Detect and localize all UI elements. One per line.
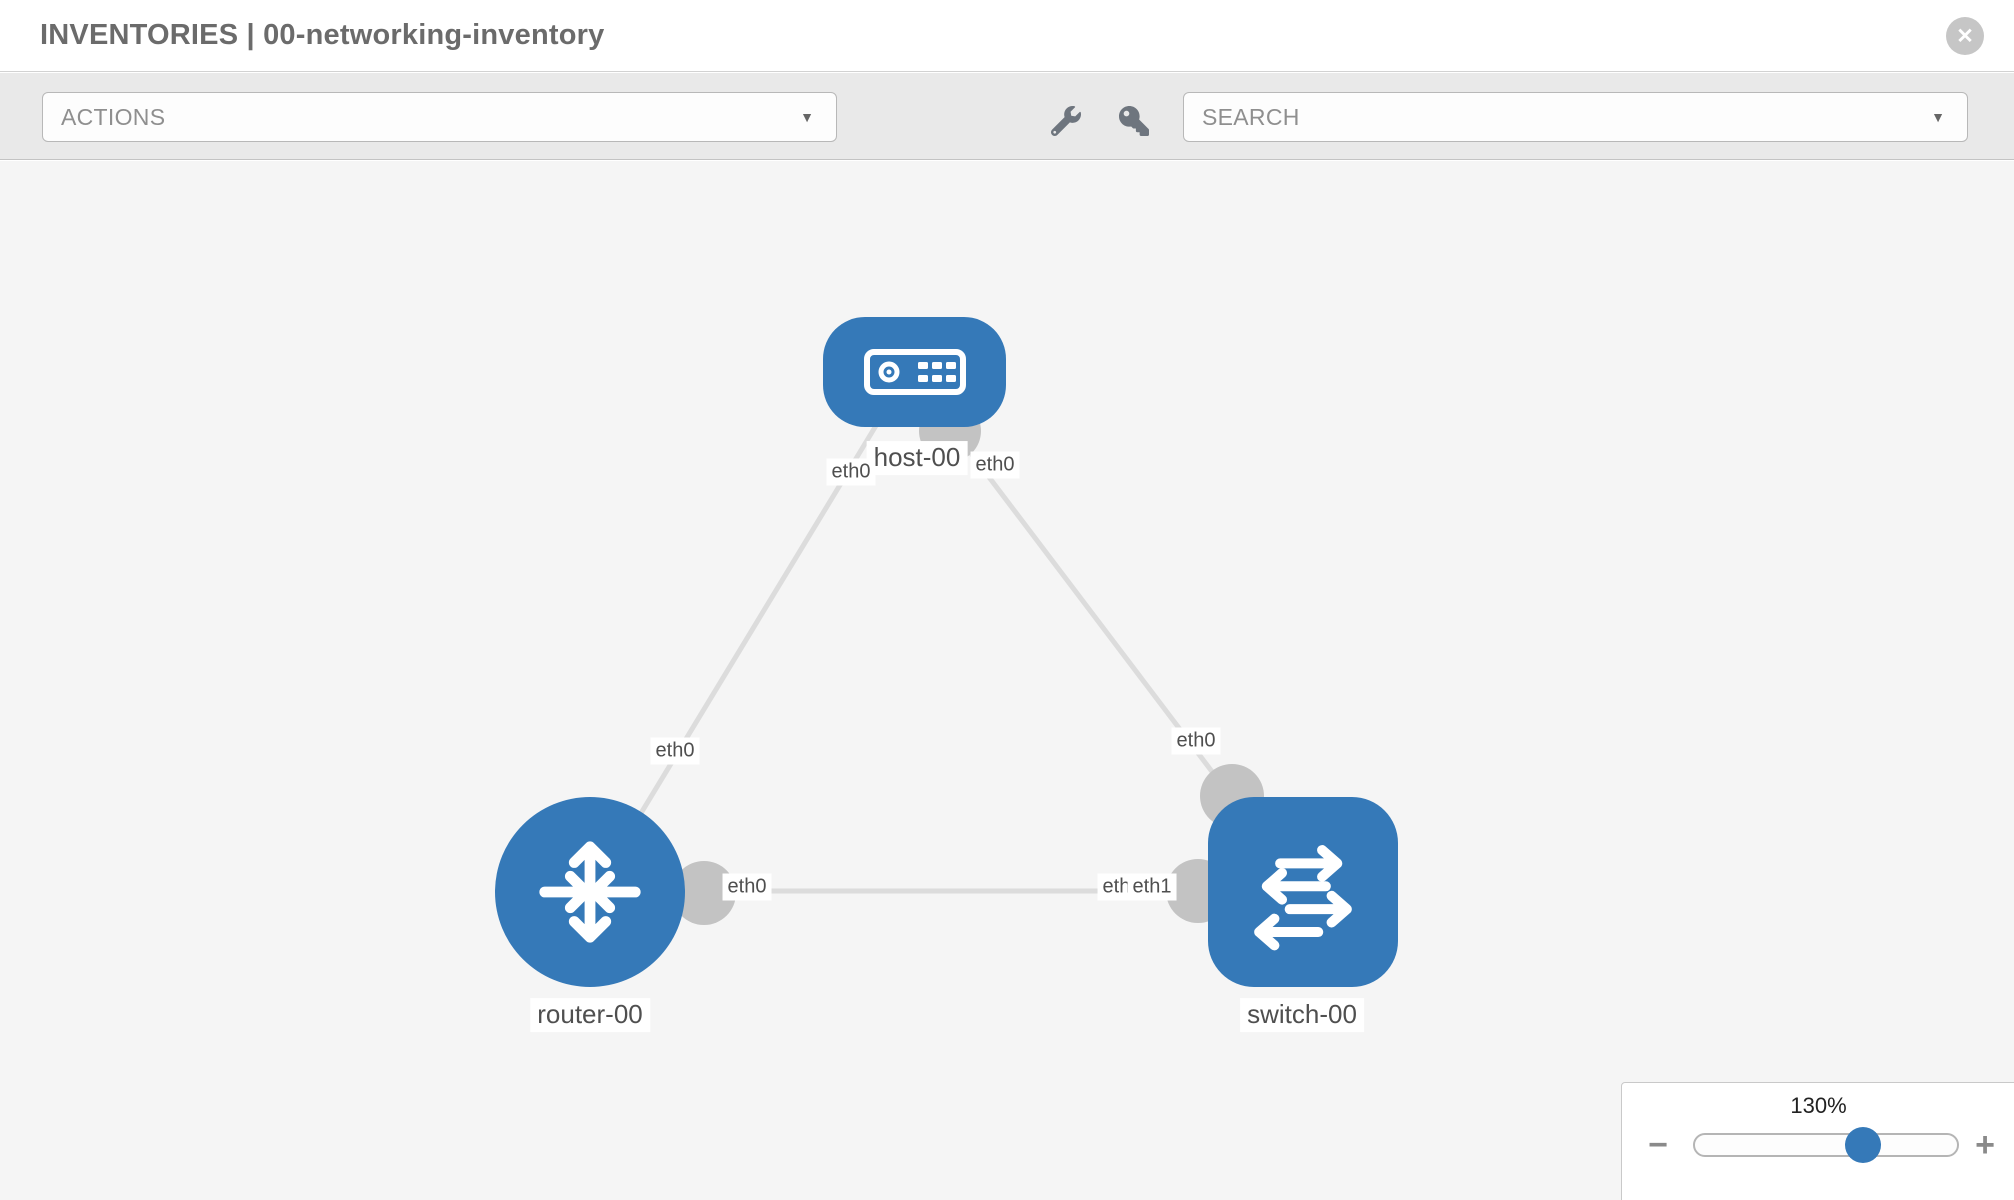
node-switch-00[interactable] [1208, 797, 1398, 987]
links-layer [609, 400, 1264, 925]
node-label-router-00: router-00 [530, 998, 650, 1032]
key-icon [1119, 106, 1149, 136]
iface-label-host-eth0-left: eth0 [826, 458, 876, 486]
close-button[interactable]: ✕ [1946, 17, 1984, 55]
minus-icon: − [1648, 1126, 1668, 1164]
close-icon: ✕ [1956, 24, 1974, 48]
wrench-icon [1051, 106, 1081, 136]
link-host-router [609, 417, 883, 863]
window-header: INVENTORIES | 00-networking-inventory ✕ [0, 0, 2014, 72]
node-label-host-00: host-00 [866, 441, 968, 475]
zoom-level-value: 130% [1790, 1093, 1847, 1118]
caret-down-icon: ▼ [1931, 109, 1945, 125]
iface-label-router-eth0-uplink: eth0 [650, 737, 700, 765]
node-label-switch-00: switch-00 [1240, 998, 1364, 1032]
node-router-00[interactable] [495, 797, 685, 987]
port-router-00 [672, 861, 736, 925]
switch-icon [1254, 845, 1352, 951]
iface-label-router-eth0-port: eth0 [722, 873, 772, 901]
zoom-panel: 130% − + [1621, 1082, 2014, 1200]
plus-icon: + [1975, 1126, 1995, 1164]
router-icon [539, 841, 641, 943]
page-title: INVENTORIES | 00-networking-inventory [40, 19, 605, 51]
actions-dropdown-label: ACTIONS [61, 103, 166, 130]
zoom-in-button[interactable]: + [1963, 1123, 2007, 1167]
configure-button[interactable] [1044, 99, 1088, 143]
iface-label-switch-eth1: eth1 [1127, 873, 1177, 901]
node-host-00[interactable] [823, 317, 1006, 427]
zoom-out-button[interactable]: − [1636, 1123, 1680, 1167]
credentials-button[interactable] [1112, 99, 1156, 143]
search-dropdown-label: SEARCH [1202, 103, 1300, 130]
search-dropdown[interactable]: SEARCH ▼ [1183, 92, 1968, 142]
iface-label-host-eth0-right: eth0 [970, 451, 1020, 479]
actions-dropdown[interactable]: ACTIONS ▼ [42, 92, 837, 142]
caret-down-icon: ▼ [800, 109, 814, 125]
iface-label-switch-eth0-uplink: eth0 [1171, 727, 1221, 755]
zoom-slider-thumb[interactable] [1844, 1127, 1881, 1163]
zoom-slider-track[interactable] [1693, 1127, 1959, 1163]
toolbar: ACTIONS ▼ SEARCH ▼ [0, 73, 2014, 160]
topology-canvas[interactable]: host-00 router-00 switch-00 eth0 eth0 et… [0, 161, 2014, 1200]
host-icon [863, 349, 966, 395]
